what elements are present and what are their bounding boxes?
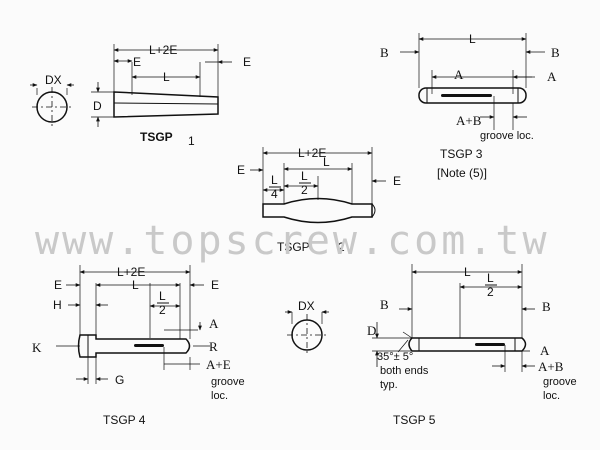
tsgp5-l-label: L — [464, 265, 471, 279]
tsgp1-d-label: D — [93, 99, 102, 113]
tsgp3-b-left: B — [380, 45, 389, 60]
tsgp5-b-right: B — [542, 299, 551, 314]
tsgp2-l2-num: L — [301, 169, 308, 183]
tsgp5-typ: typ. — [380, 379, 398, 391]
tsgp3-note: [Note (5)] — [437, 166, 487, 180]
tsgp5-ab-label: A+B — [538, 359, 564, 374]
tsgp5-groove — [475, 343, 505, 346]
tsgp3-ab-label: A+B — [456, 113, 482, 128]
tsgp4-l2-den: 2 — [159, 303, 166, 317]
tsgp1-side-view: L+2E E L E D TSGP 1 — [91, 43, 251, 148]
tsgp4-e-left: E — [54, 278, 62, 292]
tsgp4-k-label: K — [32, 340, 42, 355]
tsgp4-l-label: L — [132, 278, 139, 292]
tsgp4-l2e-label: L+2E — [117, 265, 145, 279]
tsgp2-view: L+2E E L E L 4 L 2 TSGP 2 — [237, 146, 401, 254]
tsgp5-l2-num: L — [487, 271, 494, 285]
tsgp5-b-left: B — [380, 297, 389, 312]
tsgp1-l2e-label: L+2E — [149, 43, 177, 57]
tsgp1-e-right: E — [243, 55, 251, 69]
tsgp1-dx-label: DX — [45, 73, 62, 87]
tsgp2-e-right: E — [393, 174, 401, 188]
tsgp2-l4-num: L — [271, 173, 278, 187]
tsgp2-l2-den: 2 — [301, 183, 308, 197]
tsgp1-e-left: E — [133, 55, 141, 69]
tsgp5-loc: loc. — [543, 390, 560, 402]
tsgp4-groove — [134, 344, 164, 347]
tsgp4-g-label: G — [115, 373, 124, 387]
tsgp4-groove: groove — [211, 376, 245, 388]
tsgp4-pin-body — [77, 334, 191, 358]
tsgp5-a-label: A — [540, 343, 550, 358]
tsgp1-pin-body — [113, 91, 219, 118]
tsgp5-groove: groove — [543, 376, 577, 388]
tsgp3-b-right: B — [551, 45, 560, 60]
tsgp2-l-label: L — [323, 155, 330, 169]
tsgp1-number: 1 — [188, 134, 195, 148]
tsgp5-both-ends: both ends — [380, 365, 429, 377]
tsgp5-l2-den: 2 — [487, 285, 494, 299]
tsgp3-caption: TSGP 3 — [440, 147, 483, 161]
tsgp5-view: L L 2 B B D 35°± 5° both ends typ. A A+B… — [367, 264, 577, 427]
tsgp1-end-view: DX — [30, 73, 74, 127]
tsgp2-l4-den: 4 — [271, 187, 278, 201]
tsgp5-pin-body — [408, 337, 527, 352]
tsgp4-e-right: E — [211, 278, 219, 292]
tsgp4-a-label: A — [209, 316, 219, 331]
tsgp3-view: L B B A A A+B groove loc. TSGP 3 [Note (… — [380, 32, 560, 180]
tsgp1-l-label: L — [163, 70, 170, 84]
tsgp3-pin-body — [418, 87, 527, 104]
tsgp3-a-right: A — [547, 69, 557, 84]
tsgp3-l-label: L — [469, 32, 476, 46]
tsgp4-loc: loc. — [211, 390, 228, 402]
tsgp2-caption: TSGP — [277, 240, 310, 254]
tsgp5-angle: 35°± 5° — [377, 351, 413, 363]
tsgp5-d-label: D — [367, 323, 376, 338]
tsgp4-view: L+2E E L E H L 2 A K R G A+E groove loc.… — [32, 265, 245, 427]
tsgp5-dx-label: DX — [298, 299, 315, 313]
tsgp5-caption: TSGP 5 — [393, 413, 436, 427]
tsgp3-a-mid: A — [454, 67, 464, 82]
tsgp2-number: 2 — [338, 240, 345, 254]
tsgp4-ae-label: A+E — [206, 357, 231, 372]
tsgp2-e-left: E — [237, 163, 245, 177]
tsgp2-l2e-label: L+2E — [298, 146, 326, 160]
tsgp4-h-label: H — [53, 298, 62, 312]
tsgp4-r-label: R — [209, 339, 218, 354]
tsgp4-caption: TSGP 4 — [103, 413, 146, 427]
tsgp4-l2-num: L — [159, 289, 166, 303]
tsgp3-groove — [441, 94, 492, 97]
watermark-text: www.topscrew.com.tw — [35, 218, 550, 264]
tsgp5-end-view: DX — [285, 299, 329, 356]
tsgp1-caption: TSGP — [140, 130, 173, 144]
tsgp3-groove-loc: groove loc. — [480, 130, 534, 142]
